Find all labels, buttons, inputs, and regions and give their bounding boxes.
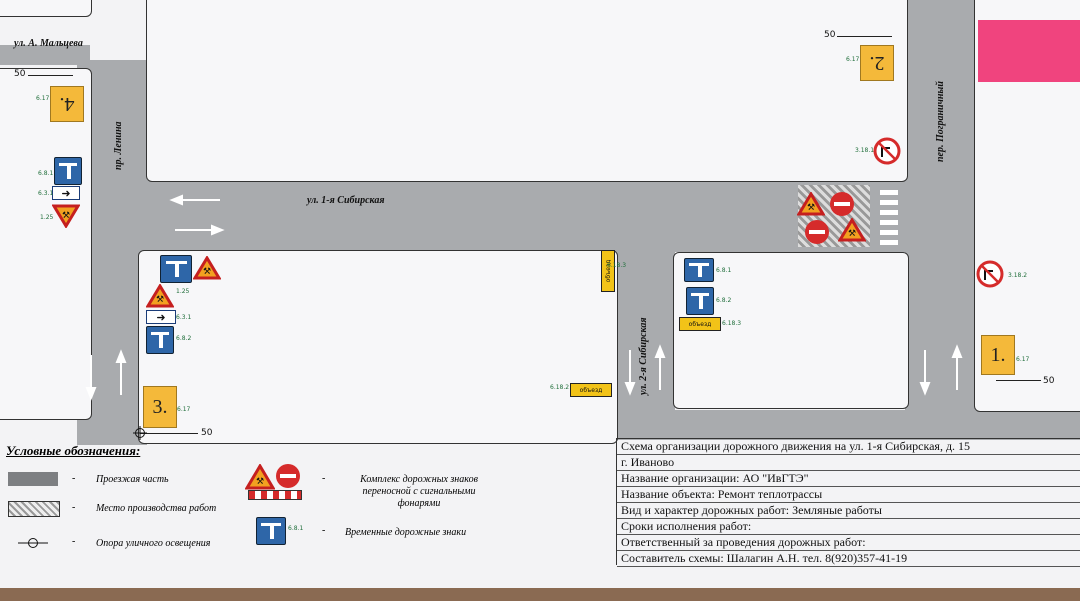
code-631-sw: 6.3.1 bbox=[176, 314, 192, 321]
code-681-west: 6.8.1 bbox=[38, 170, 54, 177]
sticky-note bbox=[978, 20, 1080, 82]
info-responsible: Ответственный за проведения дорожных раб… bbox=[617, 535, 1080, 551]
traffic-arrows bbox=[85, 194, 963, 401]
code-682-sw: 6.8.2 bbox=[176, 335, 192, 342]
temporary-sign-lane-icon bbox=[256, 517, 286, 545]
code-125-west: 1.25 bbox=[40, 214, 54, 221]
distance-label-p4: 50 bbox=[14, 69, 26, 79]
distance-label-p2: 50 bbox=[824, 30, 836, 40]
plate-3: 3. bbox=[143, 386, 177, 428]
legend-dash: - bbox=[72, 536, 76, 547]
legend-label-lamp: Опора уличного освещения bbox=[96, 538, 211, 549]
info-object: Название объекта: Ремонт теплотрассы bbox=[617, 487, 1080, 503]
info-work-type: Вид и характер дорожных работ: Земляные … bbox=[617, 503, 1080, 519]
no-entry-icon bbox=[830, 192, 854, 216]
street-label-maltseva: ул. А. Мальцева bbox=[14, 38, 83, 49]
legend: Условные обозначения: - Проезжая часть -… bbox=[4, 441, 616, 561]
lamp-post-icon bbox=[133, 426, 147, 440]
code-3181: 3.18.1 bbox=[855, 147, 875, 154]
roadworks-warning-icon: ⚒ bbox=[838, 218, 866, 242]
code-3182: 3.18.2 bbox=[1008, 272, 1028, 279]
plate-2: 2. bbox=[860, 45, 894, 81]
code-682-sm: 6.8.2 bbox=[716, 297, 732, 304]
distance-line-p4 bbox=[28, 75, 73, 76]
temporary-sign-lane-icon bbox=[684, 258, 714, 282]
info-scheme-title: Схема организации дорожного движения на … bbox=[617, 439, 1080, 455]
legend-code-681: 6.8.1 bbox=[288, 525, 304, 532]
roadworks-warning-icon: ⚒ bbox=[52, 204, 80, 228]
legend-dash: - bbox=[322, 473, 326, 484]
no-left-turn-icon bbox=[873, 137, 901, 165]
road-pogranichny bbox=[905, 0, 975, 440]
code-631-west: 6.3.1 bbox=[38, 190, 54, 197]
code-125-sw: 1.25 bbox=[176, 288, 190, 295]
road-sib2 bbox=[615, 252, 675, 440]
temporary-sign-lane-icon bbox=[54, 157, 82, 185]
block-top-left bbox=[0, 0, 92, 17]
no-entry-icon bbox=[276, 464, 300, 488]
distance-line-p1 bbox=[996, 380, 1041, 381]
scheme-info-table: Схема организации дорожного движения на … bbox=[616, 438, 1080, 567]
lamp-post-icon bbox=[18, 538, 48, 548]
legend-label-temp: Временные дорожные знаки bbox=[345, 527, 467, 538]
code-617-p4: 6.17 bbox=[36, 95, 50, 102]
roadworks-warning-icon: ⚒ bbox=[146, 284, 174, 308]
svg-text:⚒: ⚒ bbox=[156, 294, 164, 304]
detour-sign: объезд bbox=[601, 250, 615, 292]
table-surface bbox=[0, 588, 1080, 601]
distance-line-p2 bbox=[837, 36, 892, 37]
legend-title: Условные обозначения: bbox=[6, 443, 141, 458]
arrow-sign-icon: ➜ bbox=[52, 186, 80, 200]
plate-1: 1. bbox=[981, 335, 1015, 375]
legend-label-road: Проезжая часть bbox=[96, 474, 169, 485]
no-entry-icon bbox=[805, 220, 829, 244]
detour-sign: объезд bbox=[679, 317, 721, 331]
road-bottom bbox=[555, 410, 1080, 440]
no-left-turn-icon bbox=[976, 260, 1004, 288]
arrow-sign-icon: ➜ bbox=[146, 310, 176, 324]
block-south-west bbox=[138, 250, 618, 444]
svg-text:⚒: ⚒ bbox=[256, 476, 264, 486]
svg-text:⚒: ⚒ bbox=[203, 266, 211, 276]
code-617-p1: 6.17 bbox=[1016, 356, 1030, 363]
legend-barrier bbox=[248, 490, 302, 500]
info-city: г. Иваново bbox=[617, 455, 1080, 471]
legend-dash: - bbox=[322, 525, 326, 536]
crosswalk bbox=[880, 190, 898, 245]
block-north bbox=[146, 0, 908, 182]
roadworks-warning-icon: ⚒ bbox=[245, 464, 275, 490]
street-label-sib1: ул. 1-я Сибирская bbox=[307, 195, 385, 206]
roadworks-warning-icon: ⚒ bbox=[193, 256, 221, 280]
legend-dash: - bbox=[72, 502, 76, 513]
svg-text:⚒: ⚒ bbox=[848, 228, 856, 238]
code-617-p3: 6.17 bbox=[177, 406, 191, 413]
legend-label-work: Место производства работ bbox=[96, 503, 217, 514]
info-deadline: Сроки исполнения работ: bbox=[617, 519, 1080, 535]
detour-sign: объезд bbox=[570, 383, 612, 397]
temporary-sign-lane-icon bbox=[146, 326, 174, 354]
temporary-sign-lane-icon bbox=[686, 287, 714, 315]
legend-dash: - bbox=[72, 473, 76, 484]
distance-label-p3: 50 bbox=[201, 428, 213, 438]
info-organization: Название организации: АО "ИвГТЭ" bbox=[617, 471, 1080, 487]
roadworks-warning-icon: ⚒ bbox=[797, 192, 825, 216]
svg-text:⚒: ⚒ bbox=[807, 202, 815, 212]
distance-label-p1: 50 bbox=[1043, 376, 1055, 386]
legend-swatch-work bbox=[8, 501, 60, 517]
code-617-p2: 6.17 bbox=[846, 56, 860, 63]
legend-label-complex: Комплекс дорожных знаков переносной с си… bbox=[360, 474, 478, 509]
legend-swatch-road bbox=[8, 472, 58, 486]
svg-text:⚒: ⚒ bbox=[62, 210, 70, 220]
code-681-sm: 6.8.1 bbox=[716, 267, 732, 274]
plate-4: 4. bbox=[50, 86, 84, 122]
block-west bbox=[0, 68, 92, 420]
distance-line-p3 bbox=[140, 433, 198, 434]
info-author: Составитель схемы: Шалагин А.Н. тел. 8(9… bbox=[617, 551, 1080, 567]
code-6182-sw: 6.18.2 bbox=[550, 384, 570, 391]
code-6183-sm: 6.18.3 bbox=[722, 320, 742, 327]
road-maltseva bbox=[0, 45, 90, 65]
code-6183-sw: 6.18.3 bbox=[607, 262, 627, 269]
temporary-sign-lane-icon bbox=[160, 255, 192, 283]
